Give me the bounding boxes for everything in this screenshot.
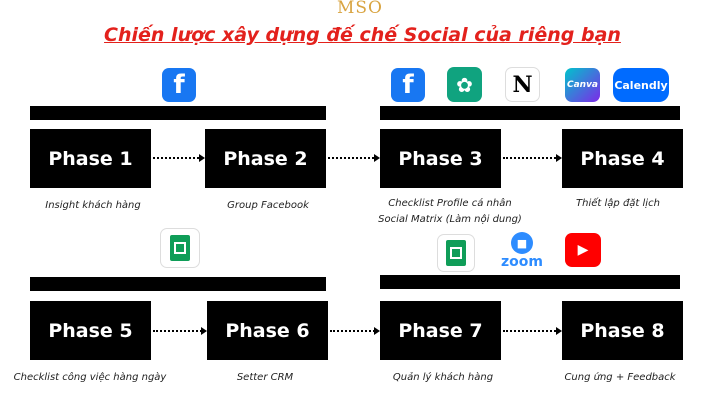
caption-phase-6: Setter CRM bbox=[236, 372, 294, 383]
arrow-5-6 bbox=[153, 327, 207, 335]
mso-logo: MSO bbox=[320, 0, 400, 20]
caption-phase-1: Insight khách hàng bbox=[45, 200, 141, 211]
page-title: Chiến lược xây dựng đế chế Social của ri… bbox=[104, 24, 621, 46]
facebook-icon: f bbox=[162, 68, 196, 102]
divider-bar bbox=[30, 106, 326, 120]
arrow-3-4 bbox=[503, 154, 562, 162]
phase-2-box: Phase 2 bbox=[205, 129, 326, 188]
phase-4-box: Phase 4 bbox=[562, 129, 683, 188]
logo-text: MSO bbox=[337, 0, 383, 18]
google-sheets-icon bbox=[160, 228, 200, 268]
phase-3-box: Phase 3 bbox=[380, 129, 501, 188]
caption-phase-5: Checklist công việc hàng ngày bbox=[13, 372, 167, 383]
caption-phase-7: Quản lý khách hàng bbox=[392, 372, 494, 383]
phase-5-box: Phase 5 bbox=[30, 301, 151, 360]
arrow-2-3 bbox=[328, 154, 380, 162]
zoom-wordmark: zoom bbox=[501, 254, 543, 270]
caption-phase-4: Thiết lập đặt lịch bbox=[576, 198, 660, 209]
canva-icon: Canva bbox=[565, 68, 600, 102]
notion-icon: N bbox=[505, 67, 540, 102]
arrow-7-8 bbox=[503, 327, 562, 335]
youtube-icon: ▶ bbox=[565, 233, 601, 267]
chatgpt-icon: ✿ bbox=[447, 67, 482, 102]
google-sheets-icon bbox=[437, 234, 475, 272]
facebook-icon: f bbox=[391, 68, 425, 102]
phase-8-box: Phase 8 bbox=[562, 301, 683, 360]
phase-7-box: Phase 7 bbox=[380, 301, 501, 360]
phase-1-box: Phase 1 bbox=[30, 129, 151, 188]
calendly-icon: Calendly bbox=[613, 68, 669, 102]
caption-phase-2: Group Facebook bbox=[227, 200, 309, 211]
caption-phase-8: Cung ứng + Feedback bbox=[564, 372, 676, 383]
arrow-6-7 bbox=[330, 327, 380, 335]
phase-6-box: Phase 6 bbox=[207, 301, 328, 360]
divider-bar bbox=[30, 277, 326, 291]
divider-bar bbox=[380, 275, 680, 289]
caption-phase-3-line1: Checklist Profile cá nhân bbox=[388, 198, 512, 209]
divider-bar bbox=[380, 106, 680, 120]
caption-phase-3-line2: Social Matrix (Làm nội dung) bbox=[378, 214, 522, 225]
arrow-1-2 bbox=[153, 154, 205, 162]
zoom-icon: ■ zoom bbox=[498, 232, 546, 272]
